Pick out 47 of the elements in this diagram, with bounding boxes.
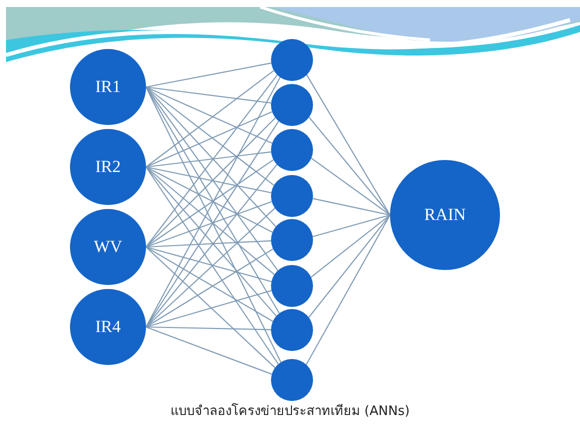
connector-line	[146, 166, 273, 233]
connector-line	[146, 201, 272, 248]
node-label: WV	[94, 237, 122, 257]
connector-line	[312, 214, 390, 238]
connector-line	[146, 117, 276, 248]
connector-line	[146, 166, 279, 364]
hidden-neuron-circle	[271, 265, 313, 307]
hidden-neuron-circle	[271, 129, 313, 171]
node-label: IR2	[95, 157, 121, 177]
connector-line	[146, 86, 272, 144]
connector-line	[146, 151, 272, 168]
connector-line	[146, 86, 282, 362]
connector-line	[311, 158, 390, 216]
connector-line	[308, 214, 390, 318]
node-label: IR1	[95, 77, 121, 97]
node-label: RAIN	[424, 205, 466, 225]
connector-line	[146, 86, 274, 186]
connector-line	[306, 214, 390, 365]
hidden-neuron-circle	[271, 39, 313, 81]
hidden-neuron-circle	[271, 309, 313, 351]
hidden-neuron-circle	[271, 219, 313, 261]
connector-line	[306, 74, 390, 216]
connector-line	[146, 246, 272, 282]
connector-line	[146, 74, 278, 248]
connector-line	[146, 86, 276, 227]
connector-line	[146, 326, 272, 330]
node-label: IR4	[95, 317, 121, 337]
connector-line	[146, 70, 274, 168]
connector-line	[146, 246, 276, 368]
connector-line	[146, 166, 275, 276]
connector-line	[146, 166, 272, 194]
connector-line	[146, 240, 272, 248]
hidden-neuron-circle	[271, 84, 313, 126]
connector-line	[146, 62, 272, 88]
connector-line	[146, 120, 280, 328]
caption: แบบจำลองโครงข่ายประสาทเทียม (ANNs)	[170, 404, 410, 419]
hidden-neuron-circle	[271, 175, 313, 217]
connector-line	[146, 208, 276, 328]
connector-line	[146, 159, 274, 248]
connector-line	[312, 198, 390, 216]
connector-line	[308, 116, 390, 216]
connector-line	[146, 111, 272, 168]
hidden-neuron-circle	[271, 359, 313, 401]
connector-line	[310, 214, 390, 278]
connector-line	[146, 86, 272, 104]
connector-line	[146, 290, 272, 328]
connector-line	[146, 326, 272, 375]
